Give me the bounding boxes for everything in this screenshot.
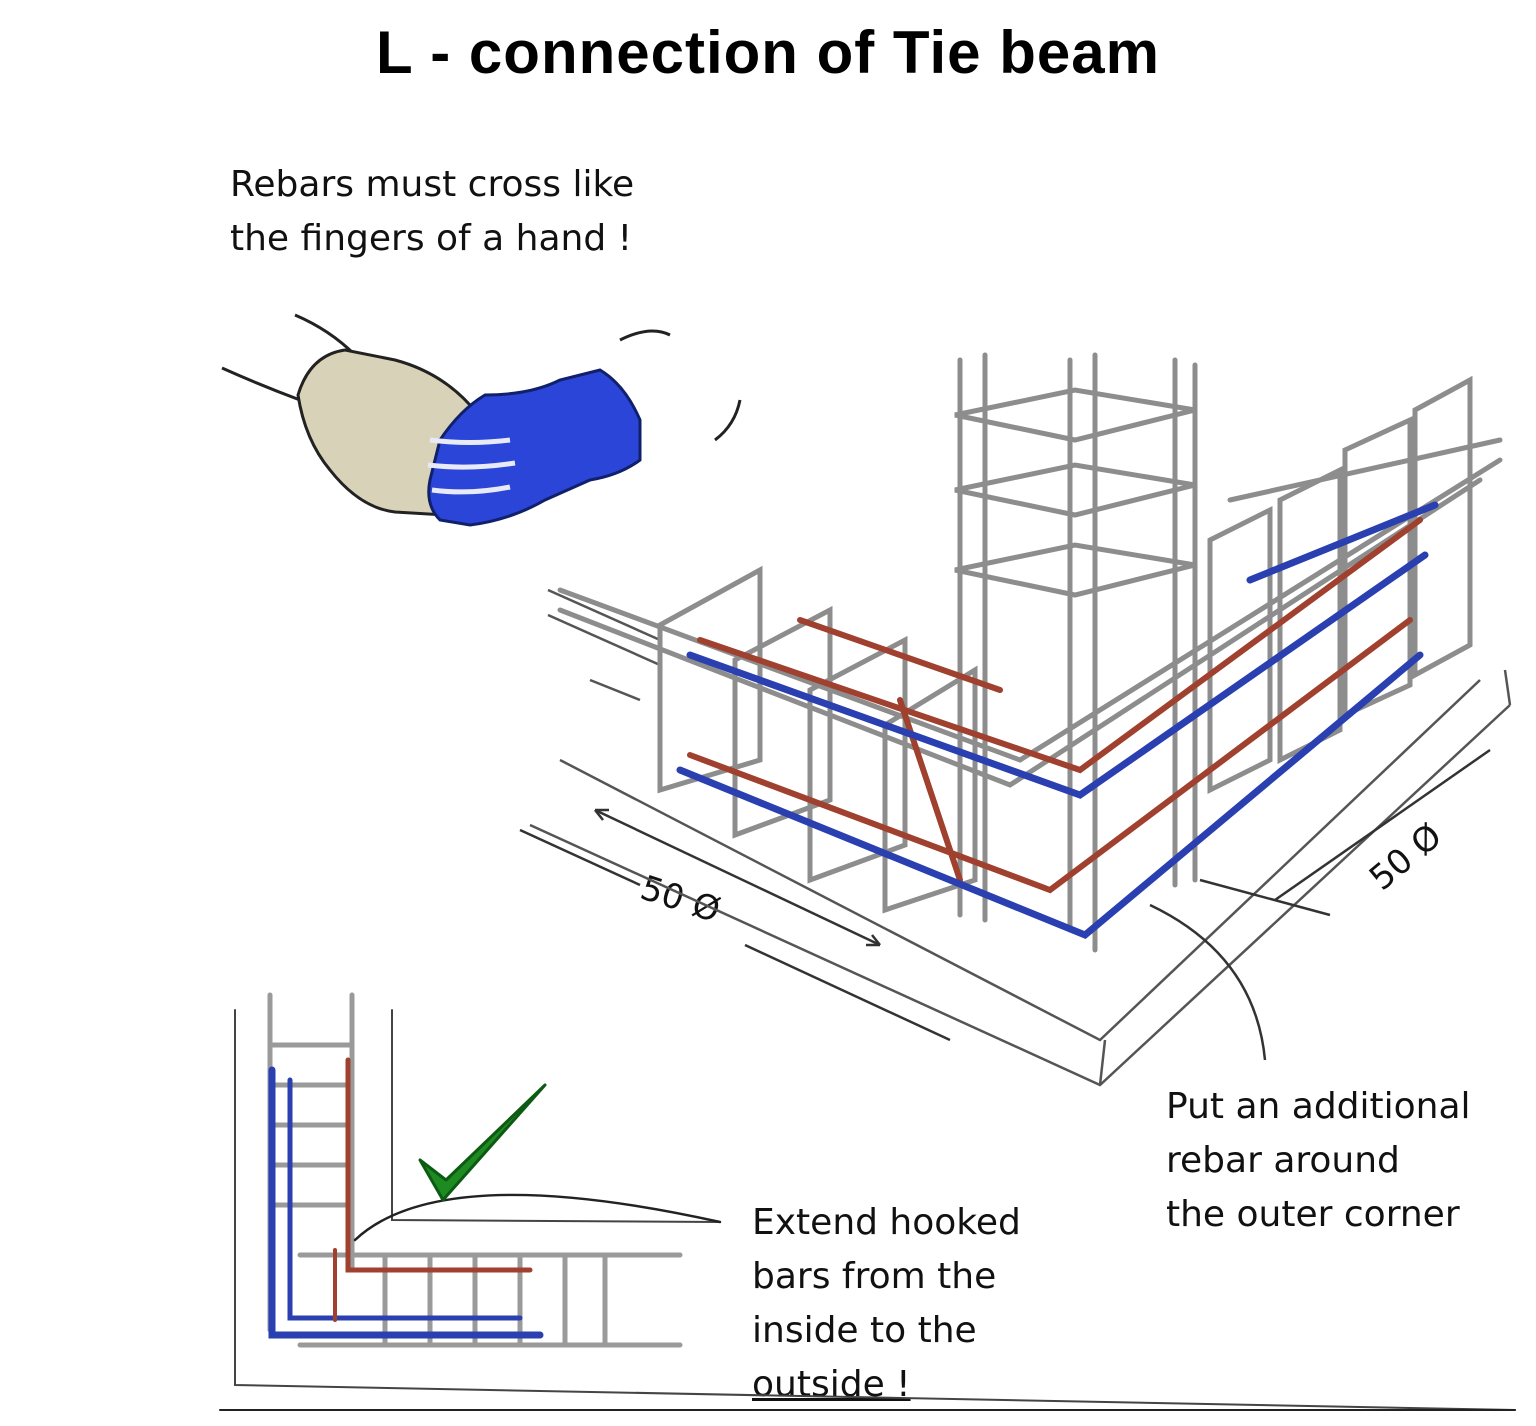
hands-clasped-illustration bbox=[221, 313, 742, 527]
rebar-cage bbox=[557, 352, 1503, 953]
note-fingers-line-1: Rebars must cross like bbox=[230, 164, 635, 205]
dimension-lines bbox=[519, 748, 1491, 1061]
page-title: L - connection of Tie beam bbox=[376, 19, 1160, 86]
plan-view-detail bbox=[219, 992, 1516, 1411]
check-mark-icon bbox=[418, 1083, 547, 1202]
note-corner-line-2: rebar around bbox=[1166, 1140, 1400, 1181]
note-hook-line-3: inside to the bbox=[752, 1310, 977, 1351]
note-outer-corner: Put an additional rebar around the outer… bbox=[1166, 1080, 1471, 1242]
inner-red-rebars bbox=[687, 517, 1423, 894]
note-corner-line-3: the outer corner bbox=[1166, 1194, 1460, 1235]
note-corner-line-1: Put an additional bbox=[1166, 1086, 1471, 1127]
note-fingers-line-2: the fingers of a hand ! bbox=[230, 218, 633, 259]
note-hook-line-2: bars from the bbox=[752, 1256, 997, 1297]
outer-blue-rebars bbox=[676, 501, 1439, 940]
note-fingers: Rebars must cross like the fingers of a … bbox=[230, 158, 634, 266]
note-hooked-bars: Extend hooked bars from the inside to th… bbox=[752, 1196, 1021, 1412]
note-hook-line-1: Extend hooked bbox=[752, 1202, 1021, 1243]
